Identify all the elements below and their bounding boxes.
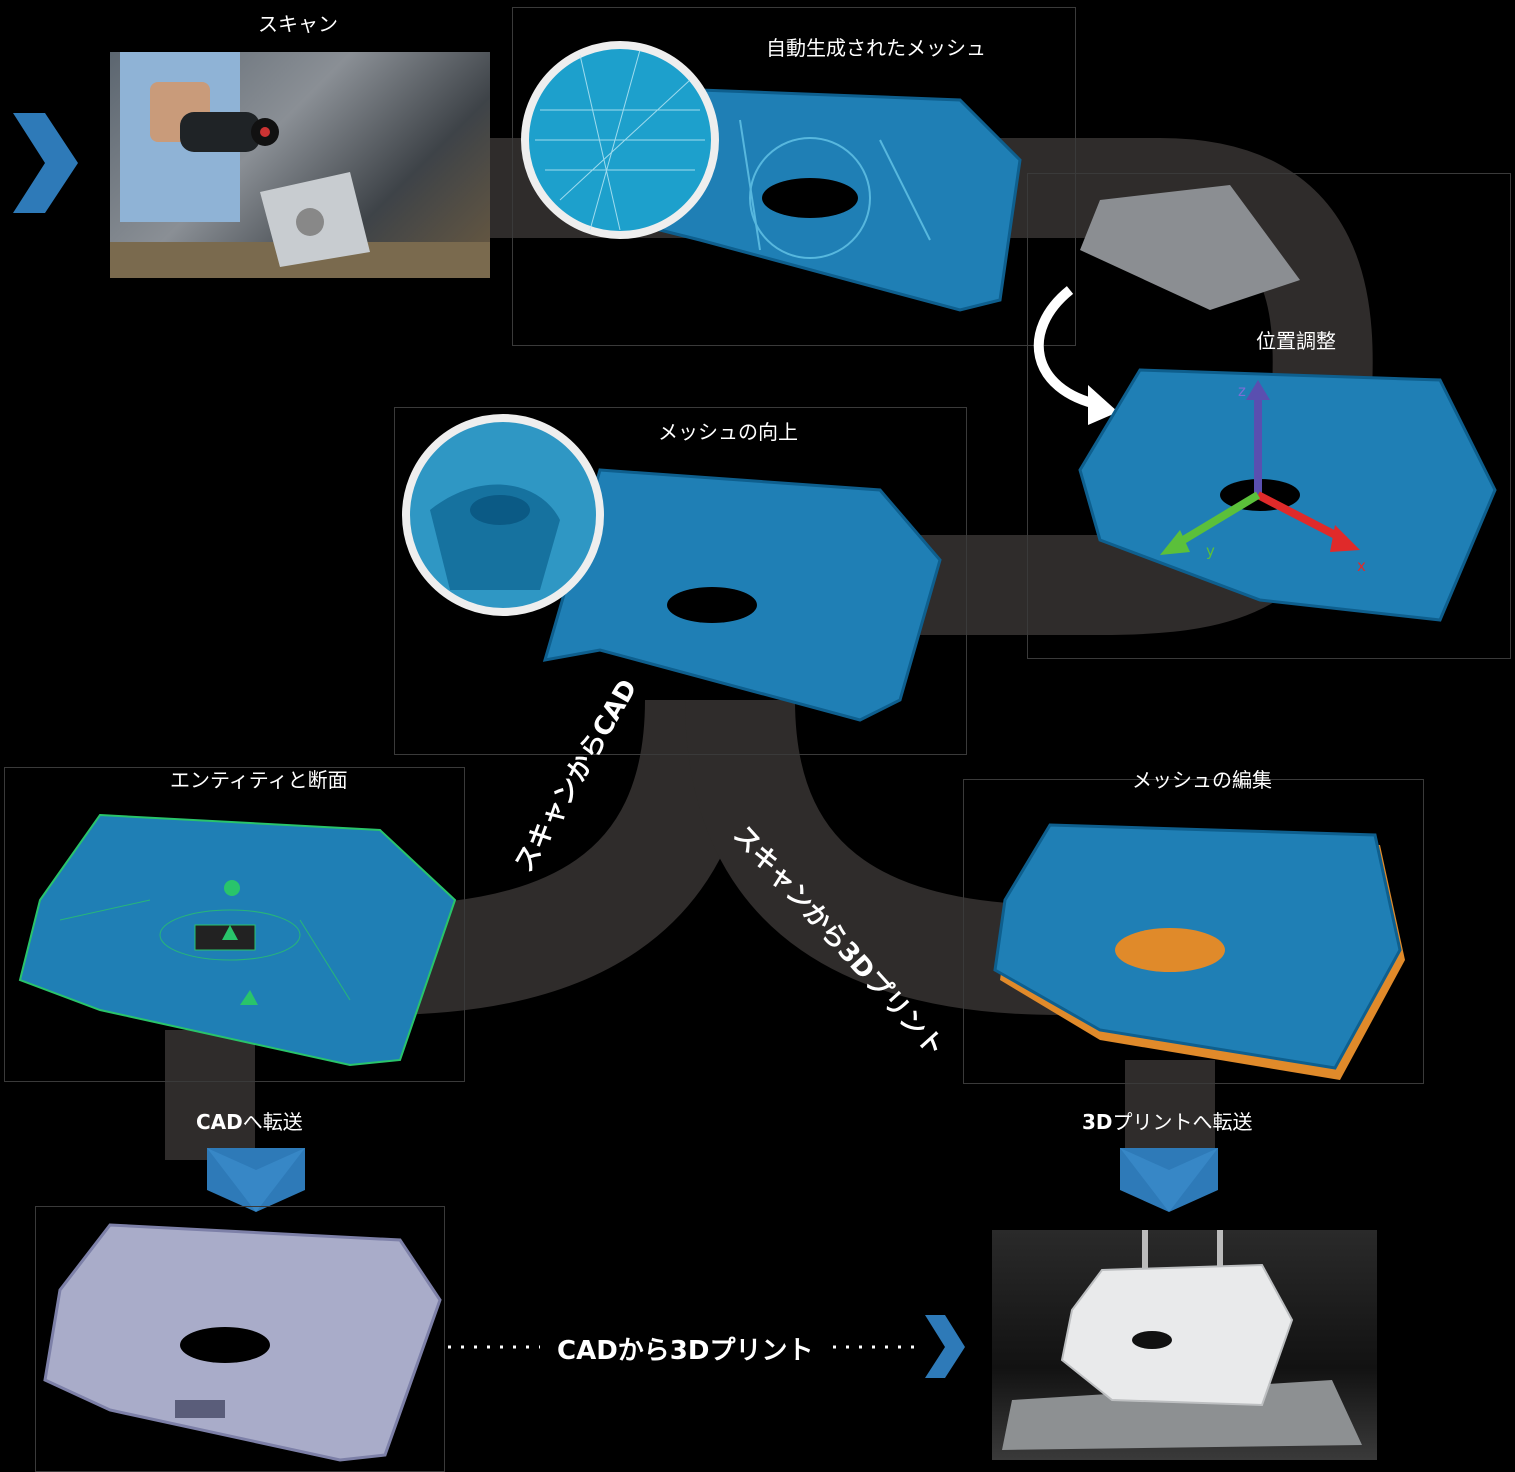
axis-x-label: x <box>1357 557 1366 575</box>
mesh-edit-label: メッシュの編集 <box>1132 768 1272 792</box>
transfer-print-rest: プリントへ転送 <box>1112 1110 1253 1134</box>
entities-panel <box>4 767 465 1082</box>
transfer-cad-bold: CAD <box>196 1110 243 1134</box>
transfer-to-print-label: 3Dプリントへ転送 <box>1082 1106 1253 1135</box>
alignment-panel <box>1027 173 1511 659</box>
axis-z-label: z <box>1238 382 1246 400</box>
mesh-edit-panel <box>963 779 1424 1084</box>
mesh-improve-label: メッシュの向上 <box>658 420 798 444</box>
transfer-print-bold: 3D <box>1082 1110 1113 1134</box>
mesh-improve-panel <box>394 407 967 755</box>
scan-photo <box>110 52 490 278</box>
transfer-cad-rest: へ転送 <box>242 1110 303 1134</box>
auto-mesh-label: 自動生成されたメッシュ <box>766 36 986 60</box>
entities-label: エンティティと断面 <box>170 768 348 792</box>
cad-to-3dprint-label: CADから3Dプリント <box>557 1336 814 1366</box>
transfer-to-cad-label: CADへ転送 <box>196 1106 303 1135</box>
scan-label: スキャン <box>258 12 338 36</box>
printer-photo <box>992 1230 1377 1460</box>
auto-mesh-panel <box>512 7 1076 346</box>
axis-y-label: y <box>1206 542 1215 560</box>
alignment-label: 位置調整 <box>1256 329 1336 353</box>
